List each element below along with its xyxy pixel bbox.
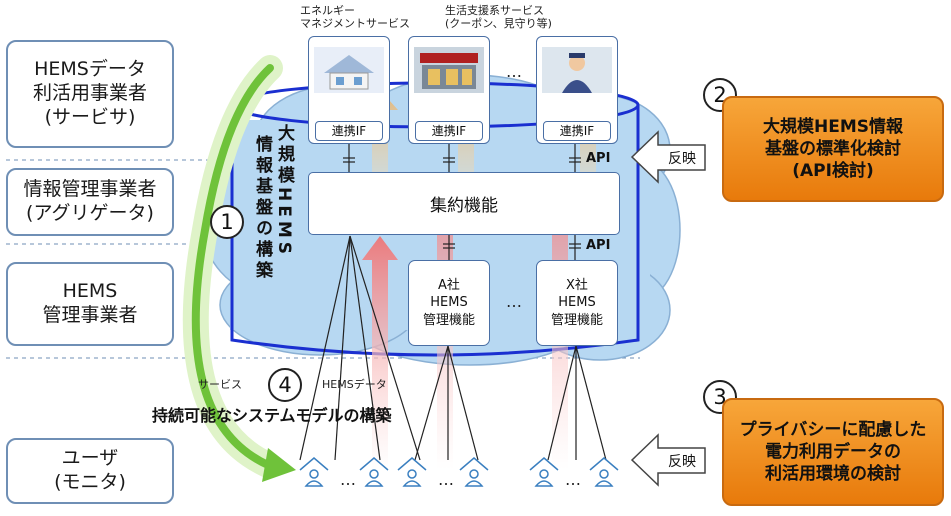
- user-house-icon: [397, 457, 427, 487]
- company-a-hems: A社 HEMS 管理機能: [408, 260, 490, 346]
- service-guard: 連携IF: [536, 36, 618, 144]
- reflect-label-bottom: 反映: [668, 454, 696, 470]
- label-service-flow: サービス: [198, 378, 242, 391]
- service-restaurant: 連携IF: [408, 36, 490, 144]
- company-x-hems: X社 HEMS 管理機能: [536, 260, 618, 346]
- users-ellipsis-3: …: [565, 470, 581, 489]
- aggregation-function: 集約機能: [308, 172, 620, 235]
- if-box-guard: 連携IF: [543, 121, 611, 141]
- house-photo-icon: [314, 47, 384, 93]
- user-house-icon: [589, 457, 619, 487]
- if-box-energy: 連携IF: [315, 121, 383, 141]
- label-hems-data-flow: HEMSデータ: [322, 378, 387, 391]
- service-arrow: [182, 55, 296, 482]
- user-house-icon: [359, 457, 389, 487]
- number-4: 4: [268, 368, 302, 402]
- restaurant-photo-icon: [414, 47, 484, 93]
- label-system-model: 持続可能なシステムモデルの構築: [152, 406, 392, 425]
- user-icons-row: [299, 457, 619, 487]
- role-info-manager: 情報管理事業者 (アグリゲータ): [6, 168, 174, 236]
- api-label-top: API: [586, 151, 611, 166]
- users-ellipsis-1: …: [340, 470, 356, 489]
- if-box-restaurant: 連携IF: [415, 121, 483, 141]
- service-energy: 連携IF: [308, 36, 390, 144]
- label-life-service: 生活支援系サービス (クーポン、見守り等): [445, 4, 552, 31]
- company-ellipsis: …: [506, 292, 522, 311]
- task-api-standardization: 大規模HEMS情報 基盤の標準化検討 (API検討): [722, 96, 944, 202]
- number-3: 3: [703, 380, 737, 414]
- service-ellipsis: …: [506, 62, 522, 81]
- task-privacy-data: プライバシーに配慮した 電力利用データの 利活用環境の検討: [722, 398, 944, 506]
- role-hems-manager: HEMS 管理事業者: [6, 262, 174, 346]
- user-house-icon: [459, 457, 489, 487]
- reflect-label-top: 反映: [668, 151, 696, 167]
- user-house-icon: [529, 457, 559, 487]
- reflect-arrow-icon: [630, 130, 706, 487]
- connector-lines: [299, 143, 607, 461]
- platform-title-col2: 情報基盤の構築: [252, 135, 272, 282]
- number-1: 1: [210, 205, 244, 239]
- role-user: ユーザ (モニタ): [6, 438, 174, 504]
- user-house-icon: [299, 457, 329, 487]
- role-data-user: HEMSデータ 利活用事業者 (サービサ): [6, 40, 174, 148]
- api-label-mid: API: [586, 238, 611, 253]
- platform-title-col1: 大規模HEMS: [274, 124, 294, 259]
- users-ellipsis-2: …: [438, 470, 454, 489]
- label-energy-service: エネルギー マネジメントサービス: [300, 4, 410, 31]
- guard-photo-icon: [542, 47, 612, 93]
